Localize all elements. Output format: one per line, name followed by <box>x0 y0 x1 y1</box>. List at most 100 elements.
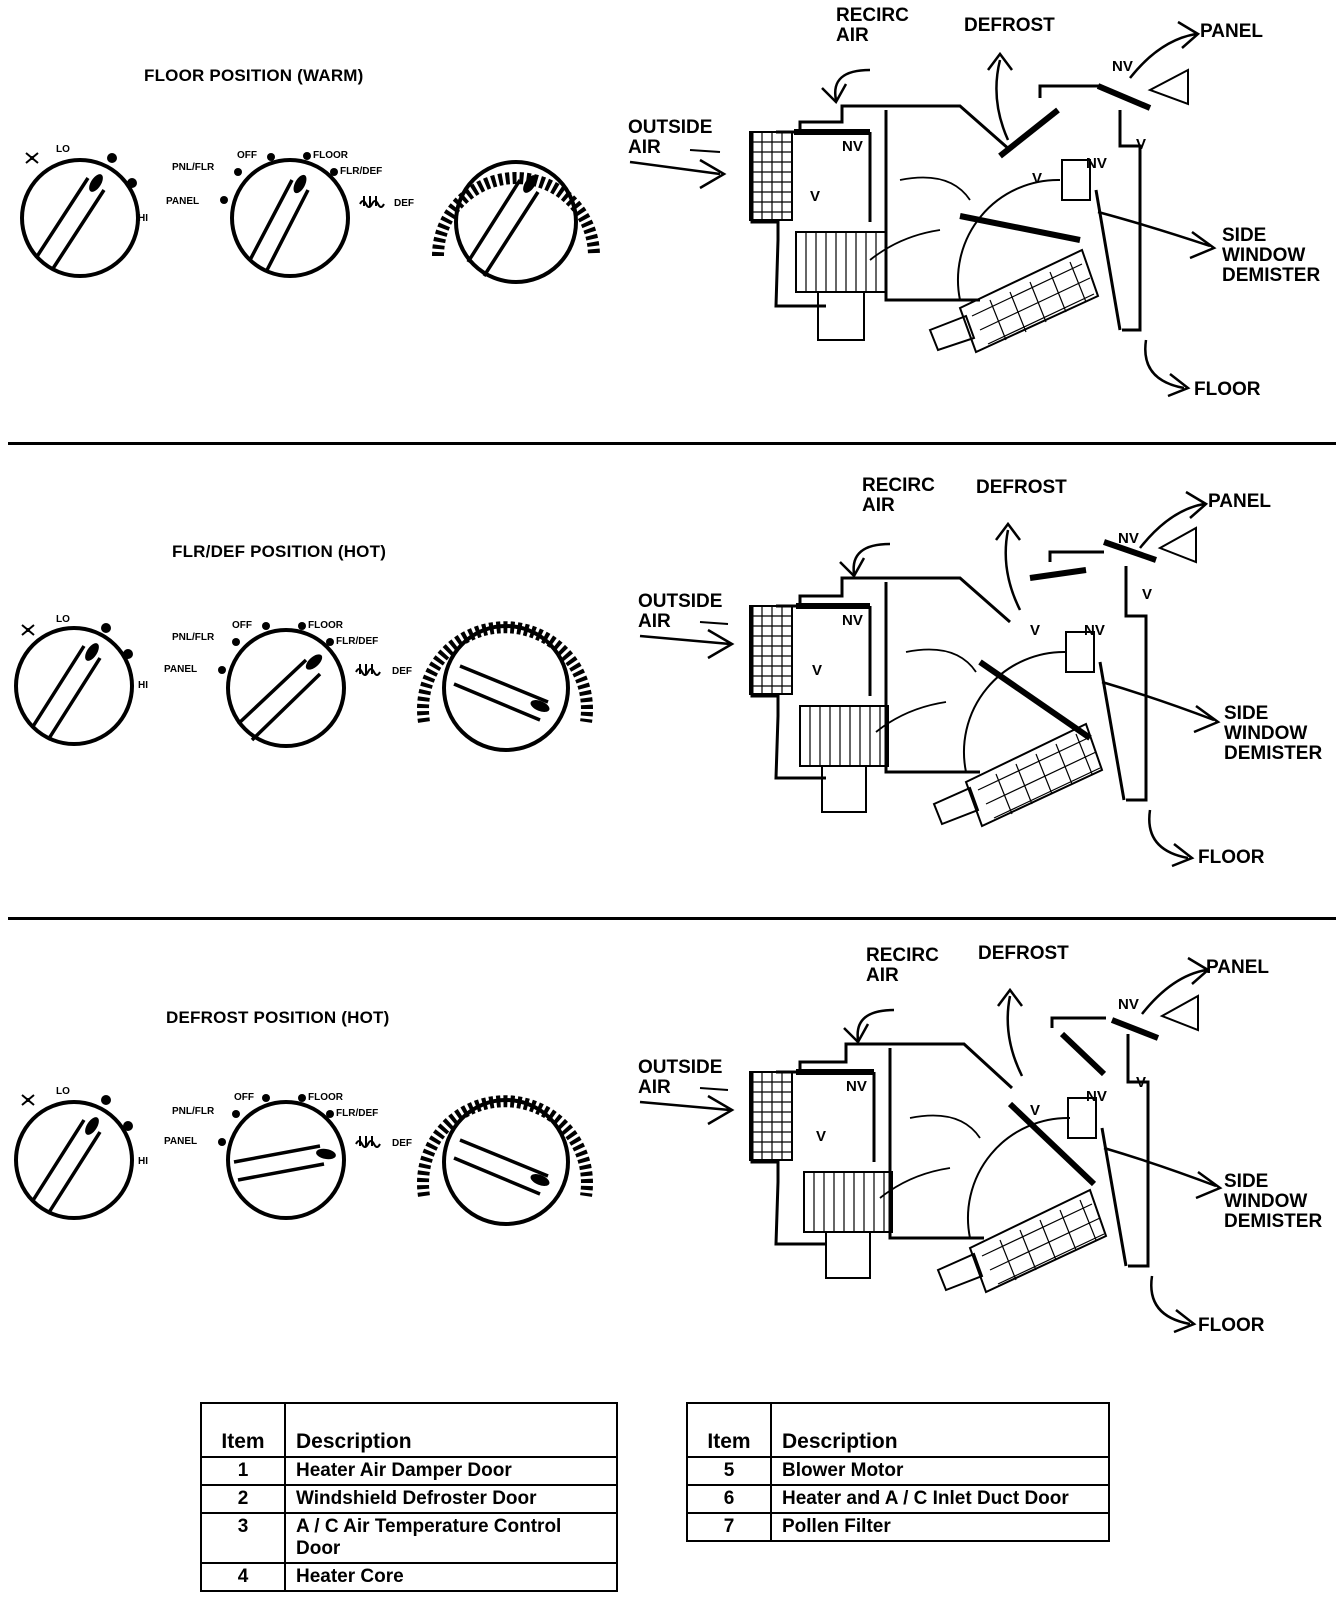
control-and-airflow-drawing <box>14 956 1223 1334</box>
mode-selector-knob <box>218 622 346 748</box>
mode-panel-label: PANEL <box>164 664 198 675</box>
legend-table-right: Item Description 5 Blower Motor 6 Heater… <box>686 1402 1110 1542</box>
section-divider <box>8 917 1336 920</box>
hvac-airflow-diagram <box>639 956 1223 1334</box>
legend-item-number: 1 <box>200 1456 286 1486</box>
mode-floor-label: FLOOR <box>308 620 343 631</box>
panel-defrost-position: DEFROST POSITION (HOT) LO HI OFF FLOOR P… <box>0 930 1344 1370</box>
pollen-filter <box>749 1071 793 1161</box>
legend-row: 4 Heater Core <box>200 1562 618 1592</box>
heater-core <box>964 722 1104 828</box>
mode-def-label: DEF <box>394 198 414 209</box>
legend-header-item: Item <box>686 1402 772 1458</box>
legend-header-item: Item <box>200 1402 286 1458</box>
windshield-defroster-door <box>1059 1031 1107 1077</box>
v-label: V <box>1030 1102 1041 1119</box>
fan-hi-label: HI <box>138 1156 148 1167</box>
panel-title: FLOOR POSITION (WARM) <box>144 66 364 85</box>
temperature-knob <box>432 160 600 284</box>
mode-floor-label: FLOOR <box>308 1092 343 1103</box>
ac-temperature-control-door <box>959 213 1081 243</box>
heater-air-damper-door <box>1096 83 1152 111</box>
legend-item-description: Heater Core <box>284 1562 618 1592</box>
legend-item-number: 4 <box>200 1562 286 1592</box>
mode-pnlflr-label: PNL/FLR <box>172 632 215 643</box>
floor-outlet-label: FLOOR <box>1198 1315 1265 1336</box>
nv-label: NV <box>846 1078 867 1095</box>
legend-row: 7 Pollen Filter <box>686 1512 1110 1542</box>
nv-label: NV <box>1112 58 1133 75</box>
mode-flrdef-label: FLR/DEF <box>340 166 383 177</box>
fan-icon <box>21 1094 35 1106</box>
v-label: V <box>810 188 821 205</box>
legend-row: 1 Heater Air Damper Door <box>200 1456 618 1486</box>
mode-off-label: OFF <box>232 620 252 631</box>
fan-icon <box>25 152 39 164</box>
mode-flrdef-label: FLR/DEF <box>336 636 379 647</box>
mode-flrdef-label: FLR/DEF <box>336 1108 379 1119</box>
heater-air-damper-door <box>1110 1017 1160 1041</box>
nv-label: NV <box>842 138 863 155</box>
control-and-airflow-drawing <box>20 20 1217 398</box>
mode-def-label: DEF <box>392 1138 412 1149</box>
nv-label: NV <box>1086 1088 1107 1105</box>
hvac-airflow-diagram <box>629 20 1217 398</box>
legend-header-description: Description <box>770 1402 1110 1458</box>
mode-off-label: OFF <box>237 150 257 161</box>
legend-item-description: Windshield Defroster Door <box>284 1484 618 1514</box>
windshield-defroster-door <box>998 107 1060 159</box>
recirc-air-label: RECIRC AIR <box>866 945 939 986</box>
fan-speed-knob <box>14 623 134 746</box>
legend-item-description: A / C Air Temperature Control Door <box>284 1512 618 1564</box>
panel-title: DEFROST POSITION (HOT) <box>166 1008 390 1027</box>
legend-header-description: Description <box>284 1402 618 1458</box>
fan-lo-label: LO <box>56 614 70 625</box>
legend-item-number: 7 <box>686 1512 772 1542</box>
floor-outlet-label: FLOOR <box>1198 847 1265 868</box>
side-window-demister-label: SIDE WINDOW DEMISTER <box>1224 1171 1323 1232</box>
legend-item-number: 2 <box>200 1484 286 1514</box>
nv-label: NV <box>1118 996 1139 1013</box>
panel-flr-def-position: FLR/DEF POSITION (HOT) LO HI OFF FLOOR P… <box>0 466 1344 906</box>
hvac-airflow-diagram <box>639 490 1221 868</box>
legend-item-number: 3 <box>200 1512 286 1564</box>
windshield-defroster-door <box>1029 567 1087 581</box>
outside-air-label: OUTSIDE AIR <box>628 117 713 158</box>
legend-header-row: Item Description <box>200 1402 618 1458</box>
mode-pnlflr-label: PNL/FLR <box>172 1106 215 1117</box>
defrost-label: DEFROST <box>976 477 1067 498</box>
fan-hi-label: HI <box>138 213 148 224</box>
nv-label: NV <box>842 612 863 629</box>
nv-label: NV <box>1084 622 1105 639</box>
outside-air-label: OUTSIDE AIR <box>638 1057 723 1098</box>
heater-core <box>958 248 1100 354</box>
fan-lo-label: LO <box>56 144 70 155</box>
blower-motor <box>803 1171 893 1233</box>
mode-panel-label: PANEL <box>164 1136 198 1147</box>
control-and-airflow-drawing <box>14 490 1221 868</box>
outside-air-label: OUTSIDE AIR <box>638 591 723 632</box>
legend-item-number: 5 <box>686 1456 772 1486</box>
fan-lo-label: LO <box>56 1086 70 1097</box>
ac-temperature-control-door <box>1007 1101 1097 1187</box>
legend-item-description: Heater Air Damper Door <box>284 1456 618 1486</box>
heater-core <box>968 1188 1108 1294</box>
v-label: V <box>1032 170 1043 187</box>
side-window-demister-label: SIDE WINDOW DEMISTER <box>1222 225 1321 286</box>
fan-speed-knob <box>20 153 140 278</box>
legend-item-description: Heater and A / C Inlet Duct Door <box>770 1484 1110 1514</box>
section-divider <box>8 442 1336 445</box>
defrost-icon <box>355 1136 381 1148</box>
temperature-knob <box>417 621 593 752</box>
defrost-icon <box>355 664 381 676</box>
recirc-air-label: RECIRC AIR <box>836 5 909 46</box>
legend-row: 6 Heater and A / C Inlet Duct Door <box>686 1484 1110 1514</box>
panel-outlet-label: PANEL <box>1206 957 1269 978</box>
defrost-label: DEFROST <box>964 15 1055 36</box>
heater-air-damper-door <box>1103 539 1157 563</box>
legend-row: 3 A / C Air Temperature Control Door <box>200 1512 618 1564</box>
mode-floor-label: FLOOR <box>313 150 348 161</box>
blower-motor <box>799 705 889 767</box>
mode-off-label: OFF <box>234 1092 254 1103</box>
panel-floor-position: FLOOR POSITION (WARM) LO HI OFF FLOOR PN… <box>0 0 1344 440</box>
